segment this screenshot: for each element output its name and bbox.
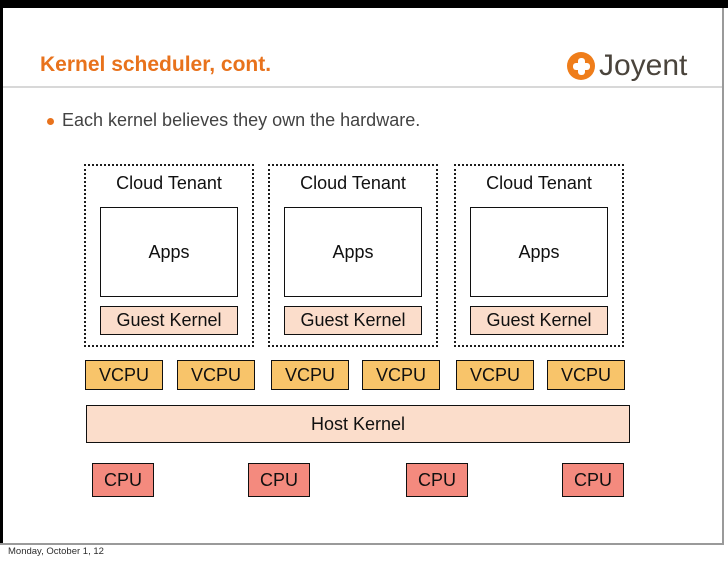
bullet-dot-icon (47, 118, 54, 125)
apps-box: Apps (100, 207, 238, 297)
window-top-bar (0, 0, 728, 8)
cpu-box: CPU (248, 463, 310, 497)
cloud-tenant-label: Cloud Tenant (116, 173, 222, 193)
vcpu-box: VCPU (547, 360, 625, 390)
window-left-edge (0, 8, 3, 543)
cpu-box: CPU (406, 463, 468, 497)
cloud-tenant-label: Cloud Tenant (300, 173, 406, 193)
vcpu-box: VCPU (362, 360, 440, 390)
cpu-box: CPU (562, 463, 624, 497)
slide-right-border (722, 8, 724, 543)
vcpu-box: VCPU (177, 360, 255, 390)
title-divider (3, 86, 722, 88)
guest-kernel-box: Guest Kernel (100, 306, 238, 335)
bullet-text: Each kernel believes they own the hardwa… (62, 110, 421, 130)
slide-title: Kernel scheduler, cont. (40, 53, 272, 76)
joyent-logo: Joyent (567, 49, 688, 82)
apps-box: Apps (470, 207, 608, 297)
apps-box: Apps (284, 207, 422, 297)
footer-date: Monday, October 1, 12 (8, 546, 104, 557)
vcpu-box: VCPU (456, 360, 534, 390)
cloud-tenant-box: Cloud Tenant Apps Guest Kernel (268, 164, 438, 347)
guest-kernel-box: Guest Kernel (284, 306, 422, 335)
cloud-tenant-box: Cloud Tenant Apps Guest Kernel (84, 164, 254, 347)
cloud-tenant-box: Cloud Tenant Apps Guest Kernel (454, 164, 624, 347)
slide-bottom-border (0, 543, 724, 545)
host-kernel-box: Host Kernel (86, 405, 630, 443)
cloud-tenant-label: Cloud Tenant (486, 173, 592, 193)
cpu-box: CPU (92, 463, 154, 497)
vcpu-box: VCPU (85, 360, 163, 390)
joyent-logo-text: Joyent (599, 49, 688, 82)
guest-kernel-box: Guest Kernel (470, 306, 608, 335)
vcpu-box: VCPU (271, 360, 349, 390)
joyent-plus-icon (567, 52, 595, 80)
